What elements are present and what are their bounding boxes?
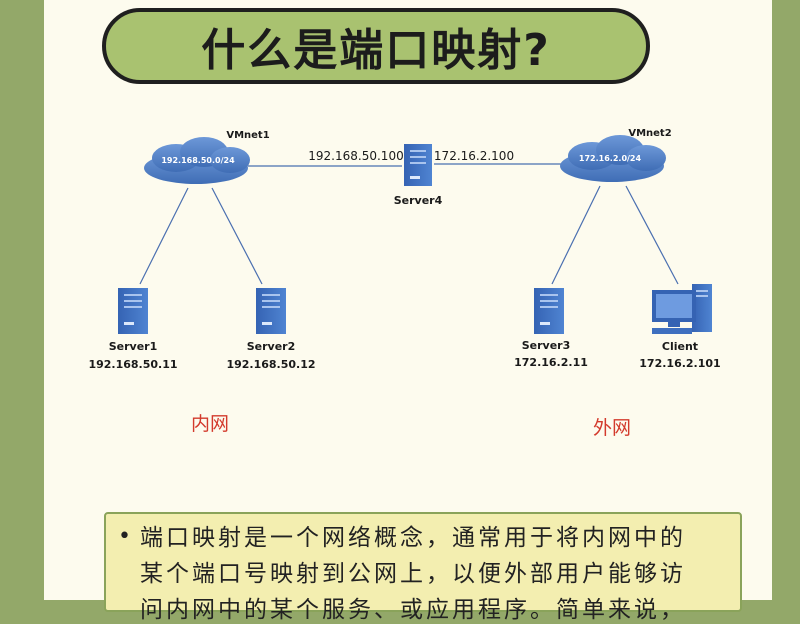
server1-name: Server1 [109,340,158,353]
bullet-icon: • [118,524,131,549]
vmnet1-subnet: 192.168.50.0/24 [161,156,235,165]
link-vmnet2-client [625,185,679,285]
client-ip: 172.16.2.101 [639,357,720,370]
explanation-line-2: 某个端口号映射到公网上，以便外部用户能够访 [140,561,686,587]
server-icon [404,144,432,186]
server2-name: Server2 [247,340,296,353]
page-title: 什么是端口映射? [201,25,551,76]
computer-icon [652,284,712,334]
title-banner: 什么是端口映射? [102,8,650,84]
network-diagram: VMnet1 192.168.50.0/24 VMnet2 172.16.2.0… [88,128,721,439]
cloud-icon [560,135,666,182]
explanation-line-1: 端口映射是一个网络概念，通常用于将内网中的 [140,525,686,551]
page-paper [44,0,772,600]
server4-ip-right: 172.16.2.100 [434,149,514,163]
server4-node: 192.168.50.100 172.16.2.100 Server4 [308,144,514,207]
server3-name: Server3 [522,339,571,352]
links [139,163,679,285]
server-icon [118,288,148,334]
client-node: Client 172.16.2.101 [639,284,721,370]
link-vmnet1-server1 [139,187,189,285]
server3-ip: 172.16.2.11 [514,356,588,369]
server-icon [256,288,286,334]
vmnet2-cloud: VMnet2 172.16.2.0/24 [560,128,672,182]
cloud-icon [144,137,250,184]
explanation-box: • 端口映射是一个网络概念，通常用于将内网中的 某个端口号映射到公网上，以便外部… [104,512,742,623]
explanation-line-3: 问内网中的某个服务、或应用程序。简单来说， [140,597,686,623]
server-icon [534,288,564,334]
server4-ip-left: 192.168.50.100 [308,149,403,163]
server1-node: Server1 192.168.50.11 [88,288,178,371]
client-name: Client [662,340,698,353]
vmnet1-cloud: VMnet1 192.168.50.0/24 [144,130,270,184]
server1-ip: 192.168.50.11 [88,358,177,371]
link-vmnet1-server2 [211,187,263,285]
zone-label-inner: 内网 [191,413,229,435]
vmnet1-name: VMnet1 [226,130,269,141]
vmnet2-subnet: 172.16.2.0/24 [579,154,642,163]
server2-node: Server2 192.168.50.12 [226,288,316,371]
zone-label-outer: 外网 [593,417,631,439]
link-vmnet2-server3 [551,185,601,285]
vmnet2-name: VMnet2 [628,128,671,139]
server3-node: Server3 172.16.2.11 [514,288,588,369]
server2-ip: 192.168.50.12 [226,358,315,371]
server4-name: Server4 [394,194,443,207]
